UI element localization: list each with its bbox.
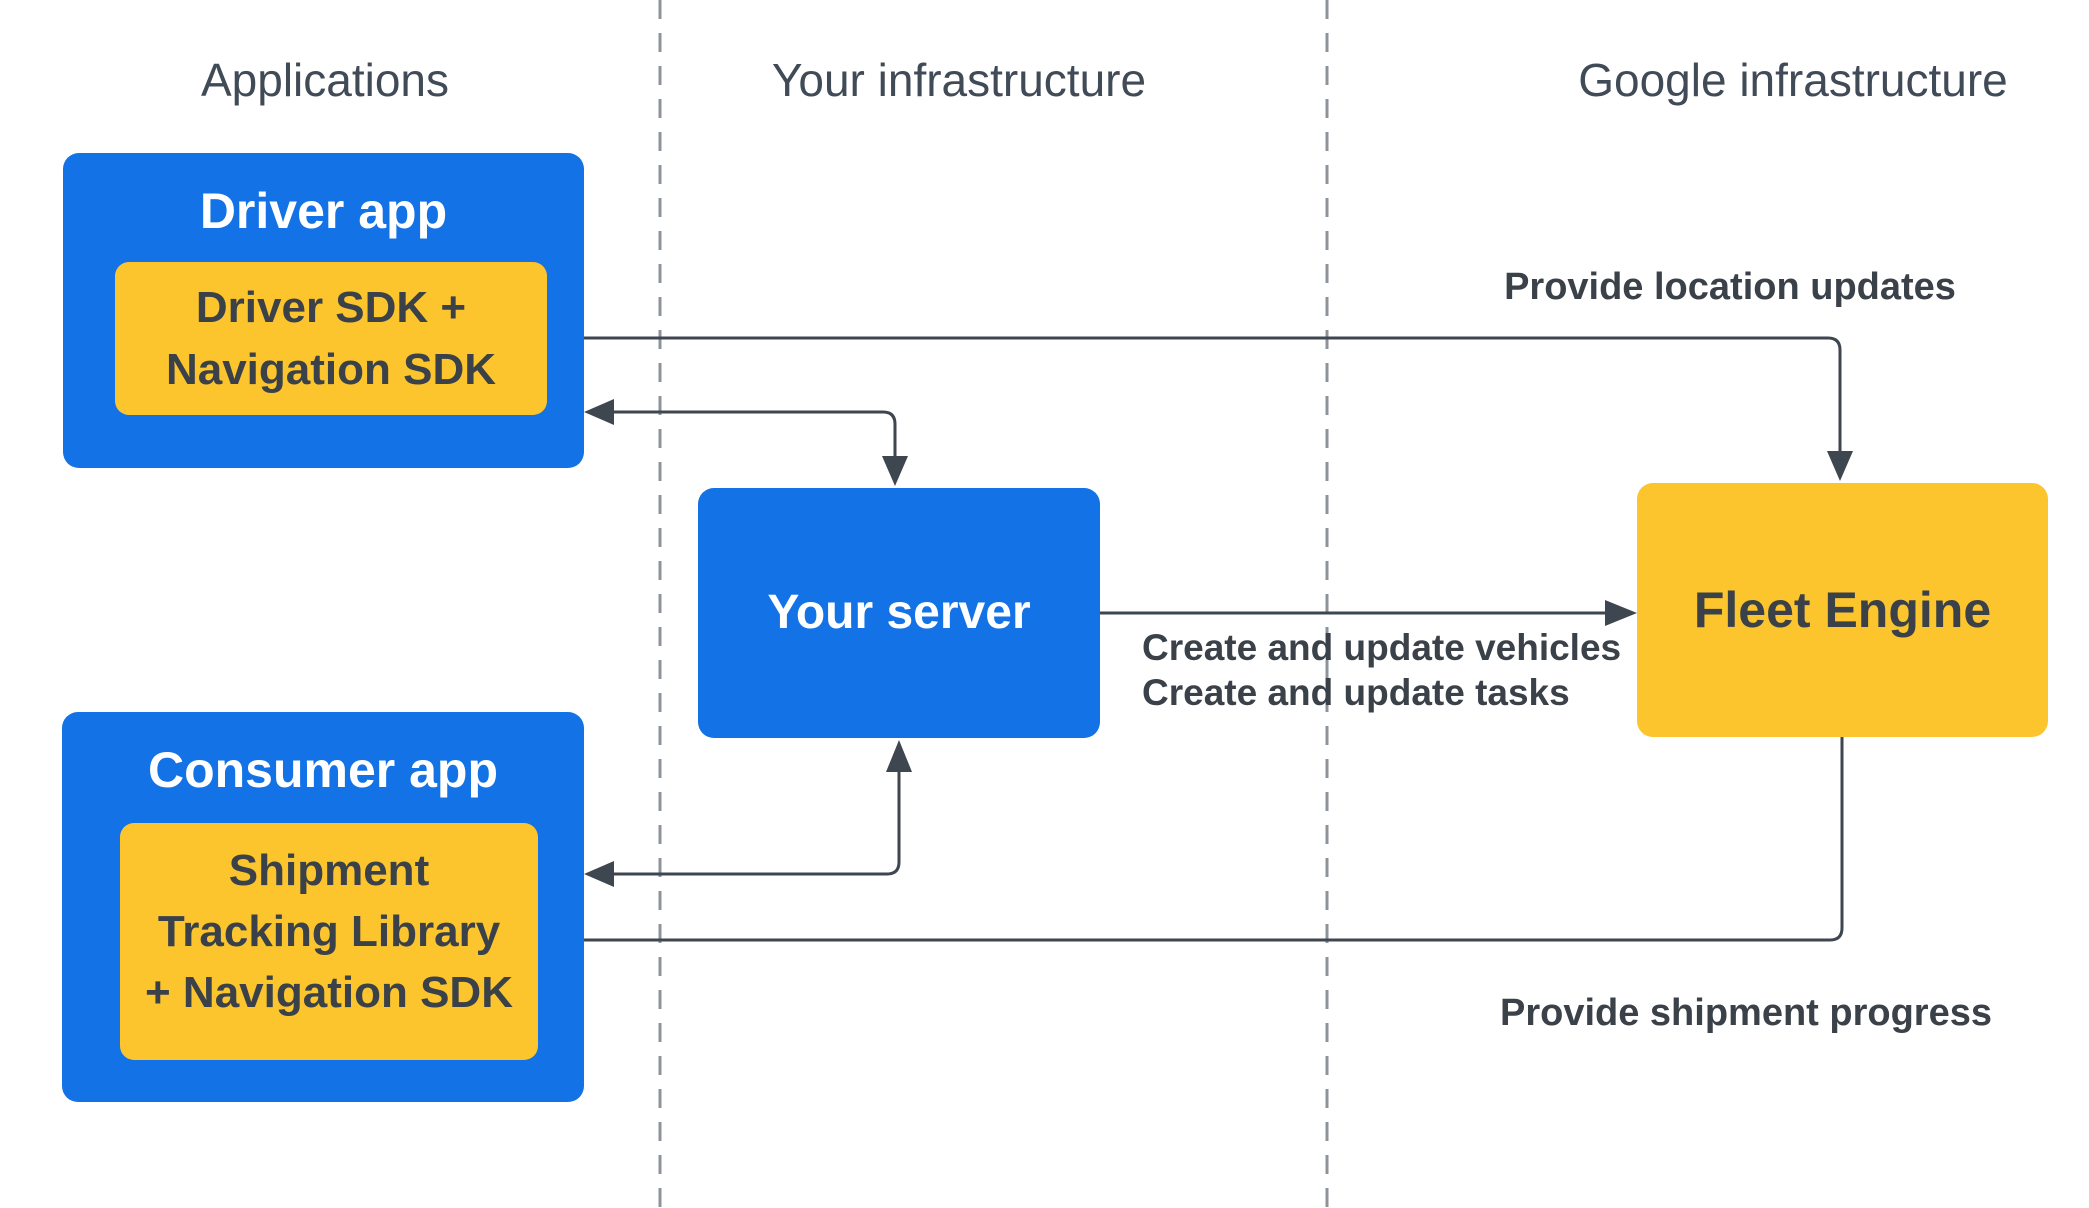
edge-label-create-update-vehicles: Create and update vehicles [1142,627,1622,668]
shipment-library-label-line3: + Navigation SDK [145,968,513,1017]
edge-consumer-app-your-server [614,772,901,876]
edge-label-provide-shipment-progress: Provide shipment progress [1499,992,1992,1034]
node-fleet-engine [1637,483,2048,737]
edge-label-create-update: Create and update vehicles Create and up… [1142,625,1621,715]
arrowhead-up-into-your-server [886,740,912,772]
arrowhead-right-into-fleet-engine [1605,600,1637,626]
driver-sdk-label-line1: Driver SDK + [195,283,467,332]
fleet-engine-title: Fleet Engine [1693,582,1992,638]
node-your-server [698,488,1100,738]
lane-heading-google-infrastructure: Google infrastructure [1578,54,2008,106]
driver-sdk-label-line2: Navigation SDK [165,345,497,394]
node-driver-sdk [115,262,547,415]
shipment-library-label-line2: Tracking Library [157,907,501,956]
shipment-library-label: Shipment Tracking Library + Navigation S… [120,840,538,1023]
arrowhead-down-into-fleet-engine [1827,451,1853,481]
your-server-title: Your server [767,586,1031,639]
driver-sdk-label: Driver SDK + Navigation SDK [115,277,547,401]
arrowhead-left-into-driver-app [584,399,614,425]
consumer-app-title: Consumer app [147,742,499,798]
lane-heading-your-infrastructure: Your infrastructure [771,54,1147,106]
edge-driver-sdk-fleet-engine [578,336,1842,451]
driver-app-title: Driver app [199,183,448,239]
node-shipment-tracking-library [120,823,538,1060]
edge-driver-app-your-server [614,410,897,456]
arrowhead-left-into-consumer-app [584,861,614,887]
edge-fleet-engine-shipment-library [572,737,1844,942]
shipment-library-label-line1: Shipment [228,846,430,895]
edge-label-provide-location-updates: Provide location updates [1504,266,1956,308]
lane-heading-applications: Applications [200,54,450,106]
edge-label-create-update-tasks: Create and update tasks [1142,672,1570,713]
arrowhead-down-into-your-server [882,456,908,486]
